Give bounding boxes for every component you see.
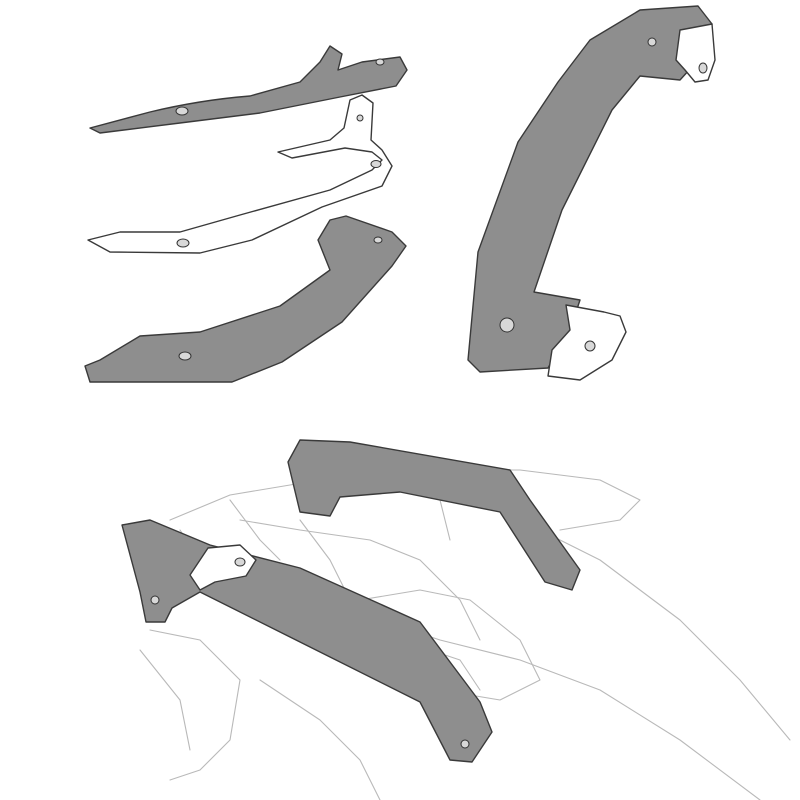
mount-hole <box>176 238 190 248</box>
mount-hole <box>460 739 470 749</box>
mount-hole <box>356 114 364 122</box>
left-mounting-bracket <box>87 94 393 254</box>
mount-hole <box>698 62 708 74</box>
upper-left-rail <box>89 45 408 134</box>
mount-hole <box>647 37 657 47</box>
installed-right-rail <box>287 439 581 591</box>
mount-hole <box>175 106 189 116</box>
lower-left-rail <box>84 215 407 383</box>
installed-assembly <box>121 439 791 800</box>
right-rail-with-brackets <box>467 5 716 381</box>
bracket-body <box>87 94 393 254</box>
mount-hole <box>150 595 160 605</box>
mount-hole <box>584 340 596 352</box>
installed-left-rail <box>121 519 493 763</box>
installed-bracket <box>189 544 257 591</box>
rail-body <box>84 215 407 383</box>
mount-hole <box>375 58 385 66</box>
mount-hole <box>499 317 515 333</box>
mount-hole <box>370 160 382 168</box>
mount-hole <box>373 236 383 244</box>
rail-body <box>89 45 408 134</box>
mount-hole <box>178 351 192 361</box>
mount-hole <box>234 557 246 567</box>
